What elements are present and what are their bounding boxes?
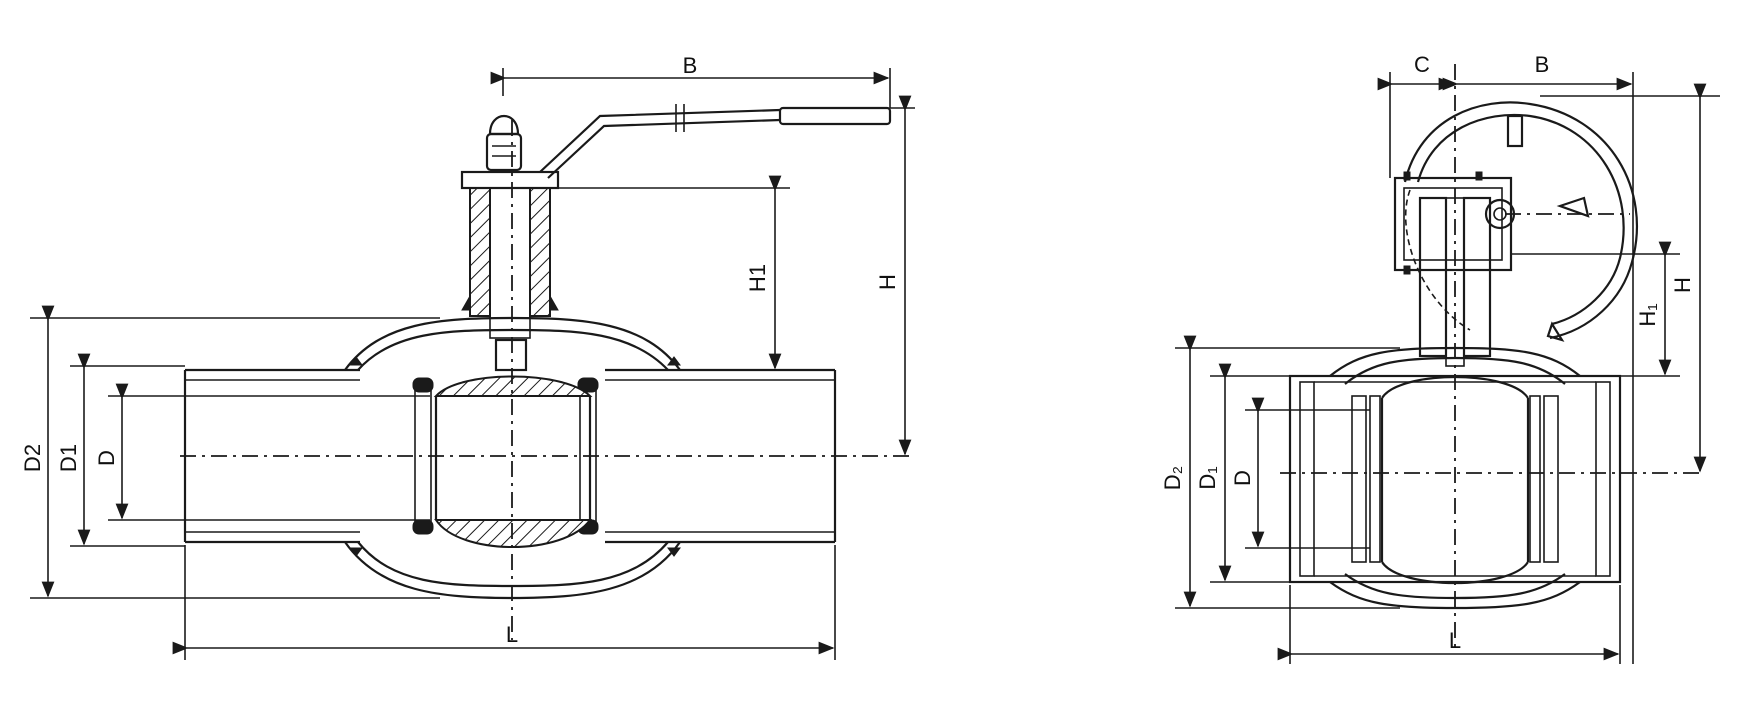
label-H1-gear: H₁ [1635,303,1660,326]
dim-D2: D2 [20,305,440,599]
dim-D-gear: D [1230,397,1370,549]
dim-H: H [875,95,915,456]
seats [412,377,599,535]
dim-H-gear: H [1540,83,1720,473]
dim-L: L [172,545,836,660]
label-D1: D1 [56,444,81,472]
label-D2-gear: D₂ [1160,466,1185,490]
lever-handle [460,104,892,190]
stem-neck [461,187,559,372]
valve-with-handle: B H H1 D2 D1 [20,53,915,660]
dim-B-gear: B [1442,52,1634,664]
gear-valve-seats [1351,395,1559,563]
dim-D1-gear: D₁ [1195,363,1300,583]
label-L: L [506,622,518,647]
dim-D2-gear: D₂ [1160,335,1400,609]
label-H-gear: H [1670,277,1695,293]
dim-D1: D1 [56,353,185,547]
valve-with-gear: C B H H₁ D₂ [1160,52,1720,664]
ball [433,375,593,548]
dim-H1-gear: H₁ [1511,241,1680,377]
handwheel [1403,101,1638,342]
dim-H1: H1 [540,175,790,370]
right-pipe [605,368,837,544]
label-D-gear: D [1230,470,1255,486]
label-C: C [1414,52,1430,77]
gearbox [1393,171,1516,275]
label-B-gear: B [1535,52,1550,77]
gear-valve-neck [1418,196,1492,367]
label-H: H [875,274,900,290]
label-D1-gear: D₁ [1195,466,1220,489]
label-D2: D2 [20,444,45,472]
label-B: B [683,53,698,78]
label-H1: H1 [745,264,770,292]
dim-B: B [490,53,891,108]
dim-L-gear: L [1277,585,1621,664]
label-L-gear: L [1449,628,1461,653]
dim-C: C [1377,52,1455,178]
label-D: D [94,450,119,466]
dim-D: D [94,383,430,521]
